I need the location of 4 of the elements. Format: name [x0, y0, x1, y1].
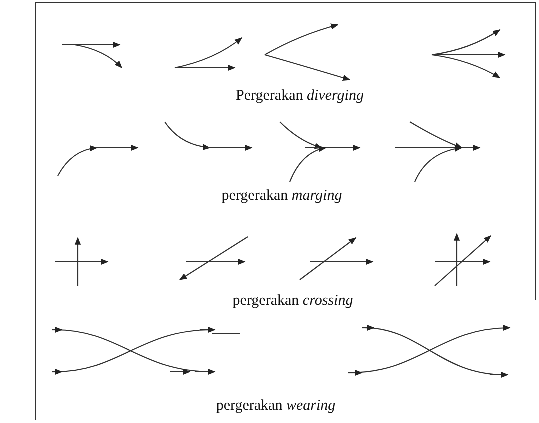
caption-text: pergerakan crossing [232, 293, 354, 310]
caption-text: pergerakan marging [222, 188, 342, 205]
caption-text: Pergerakan diverging [236, 88, 364, 105]
caption-text: pergerakan wearing [216, 398, 336, 415]
